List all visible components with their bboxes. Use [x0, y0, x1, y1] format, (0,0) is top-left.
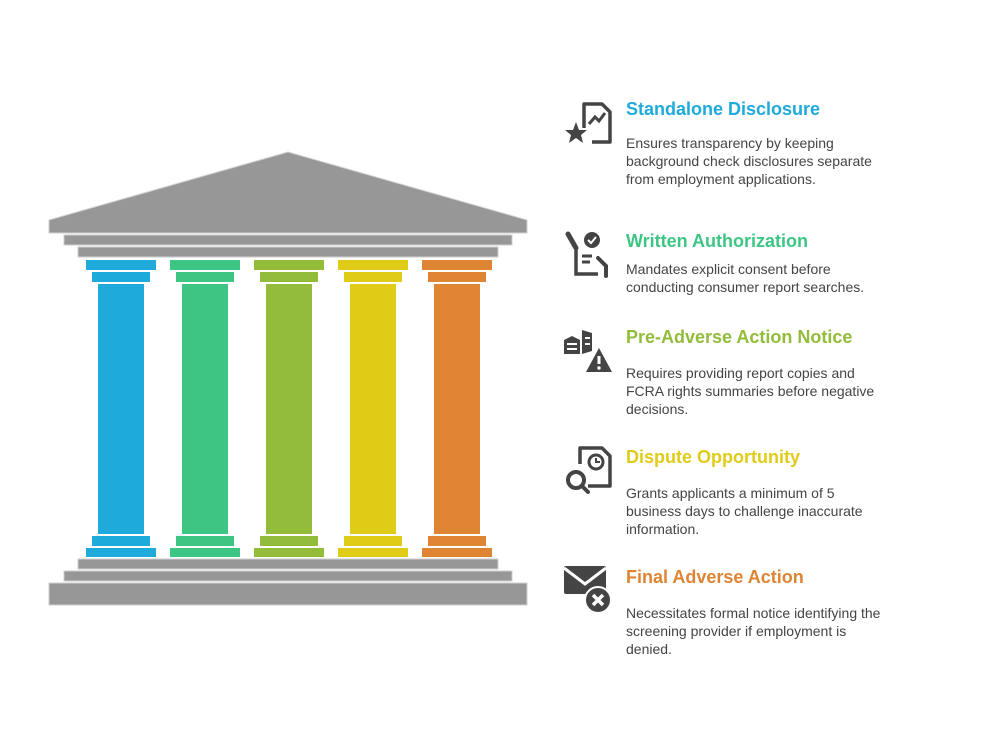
pillar-2-capital-mid: [176, 272, 234, 282]
pillar-5-capital-top: [422, 260, 492, 270]
pillar-4-shaft: [350, 284, 396, 534]
document-search-clock-icon: [566, 446, 612, 494]
item-title: Written Authorization: [626, 231, 808, 251]
base-step-1: [77, 558, 499, 570]
roof-step-2: [77, 246, 499, 258]
base-step-2: [63, 570, 513, 582]
item-title: Dispute Opportunity: [626, 447, 800, 467]
pillar-2-plinth-mid: [176, 536, 234, 546]
item-description: Necessitates formal notice identifying t…: [626, 605, 881, 657]
item-title: Pre-Adverse Action Notice: [626, 327, 853, 347]
item-description: Mandates explicit consent before conduct…: [626, 261, 865, 295]
buildings-warning-icon: [564, 330, 612, 372]
pillar-4-plinth-bottom: [338, 548, 408, 557]
pillar-3-plinth-mid: [260, 536, 318, 546]
pillar-1-capital-mid: [92, 272, 150, 282]
envelope-cancel-icon: [563, 566, 612, 614]
pillar-5-plinth-bottom: [422, 548, 492, 557]
document-chart-star-icon: [565, 102, 612, 144]
pillar-2-shaft: [182, 284, 228, 534]
pillar-1-shaft: [98, 284, 144, 534]
temple-roof: [48, 151, 528, 234]
signed-document-check-icon: [565, 231, 608, 278]
pillar-4-capital-mid: [344, 272, 402, 282]
pillar-1-capital-top: [86, 260, 156, 270]
item-title: Final Adverse Action: [626, 567, 804, 587]
pillar-5-shaft: [434, 284, 480, 534]
item-title: Standalone Disclosure: [626, 99, 821, 119]
pillar-1-plinth-mid: [92, 536, 150, 546]
pillar-4-plinth-mid: [344, 536, 402, 546]
pillar-5-capital-mid: [428, 272, 486, 282]
pillar-1-plinth-bottom: [86, 548, 156, 557]
item-description: Ensures transparency by keeping backgrou…: [626, 135, 872, 187]
base-step-3: [48, 582, 528, 606]
pillar-5-plinth-mid: [428, 536, 486, 546]
pillar-3-shaft: [266, 284, 312, 534]
item-description: Requires providing report copies and FCR…: [626, 365, 875, 417]
pillar-4-capital-top: [338, 260, 408, 270]
pillar-2-plinth-bottom: [170, 548, 240, 557]
item-description: Grants applicants a minimum of 5 busines…: [626, 485, 863, 537]
pillar-2-capital-top: [170, 260, 240, 270]
pillar-3-plinth-bottom: [254, 548, 324, 557]
roof-step-1: [63, 234, 513, 246]
pillar-3-capital-mid: [260, 272, 318, 282]
pillar-3-capital-top: [254, 260, 324, 270]
